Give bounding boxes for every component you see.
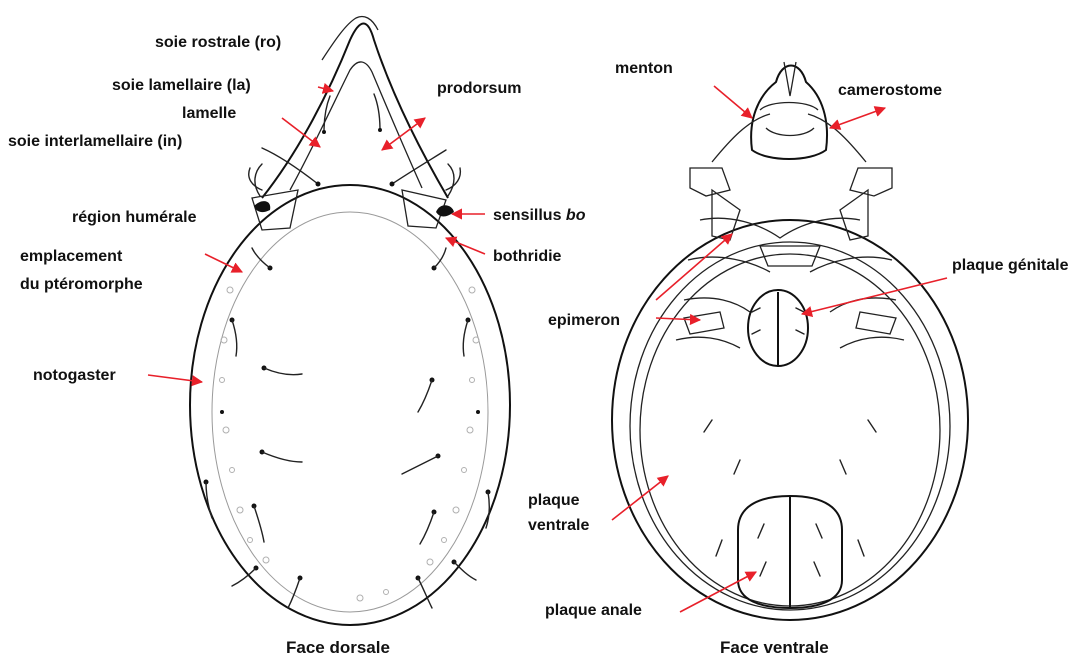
notogaster-pores <box>220 287 480 601</box>
arrow-notogaster <box>148 375 202 382</box>
arrow-soie-lamellaire <box>318 87 333 91</box>
arrow-epimeron-1 <box>656 234 732 300</box>
camerostome-outline <box>712 114 866 162</box>
arrow-epimeron-2 <box>656 318 700 320</box>
arrow-menton <box>714 86 752 118</box>
label-lamelle: lamelle <box>182 105 236 122</box>
label-plaque-ventrale-2: ventrale <box>528 517 589 534</box>
label-plaque-genitale: plaque génitale <box>952 257 1069 274</box>
arrow-plaque-genitale <box>802 278 947 314</box>
label-epimeron: epimeron <box>548 312 620 329</box>
label-plaque-ventrale-1: plaque <box>528 492 580 509</box>
arrow-plaque-anale <box>680 572 756 612</box>
label-prodorsum: prodorsum <box>437 80 521 97</box>
prodorsum-outline <box>262 24 448 199</box>
label-menton: menton <box>615 60 673 77</box>
label-soie-lamellaire: soie lamellaire (la) <box>112 77 251 94</box>
label-plaque-anale: plaque anale <box>545 602 642 619</box>
arrow-camerostome <box>830 108 885 128</box>
label-sensillus-abbr: bo <box>566 207 586 224</box>
notogaster-outline <box>190 185 510 625</box>
label-emplacement: emplacement <box>20 248 123 265</box>
label-region-humerale: région humérale <box>72 209 197 226</box>
caption-face-dorsale: Face dorsale <box>286 638 390 657</box>
sensillus-right <box>436 205 454 216</box>
label-soie-interlamellaire: soie interlamellaire (in) <box>8 133 182 150</box>
ventral-view <box>612 62 968 620</box>
label-notogaster: notogaster <box>33 367 116 384</box>
labels: soie rostrale (ro) soie lamellaire (la) … <box>8 34 1069 657</box>
label-camerostome: camerostome <box>838 82 942 99</box>
menton-outline <box>751 66 827 160</box>
label-pteromorphe: du ptéromorphe <box>20 276 143 293</box>
label-sensillus: sensillus bo <box>493 207 586 224</box>
label-bothridie: bothridie <box>493 248 562 265</box>
label-soie-rostrale: soie rostrale (ro) <box>155 34 281 51</box>
caption-face-ventrale: Face ventrale <box>720 638 829 657</box>
dorsal-view <box>190 17 510 626</box>
epimeral-region <box>676 190 904 348</box>
